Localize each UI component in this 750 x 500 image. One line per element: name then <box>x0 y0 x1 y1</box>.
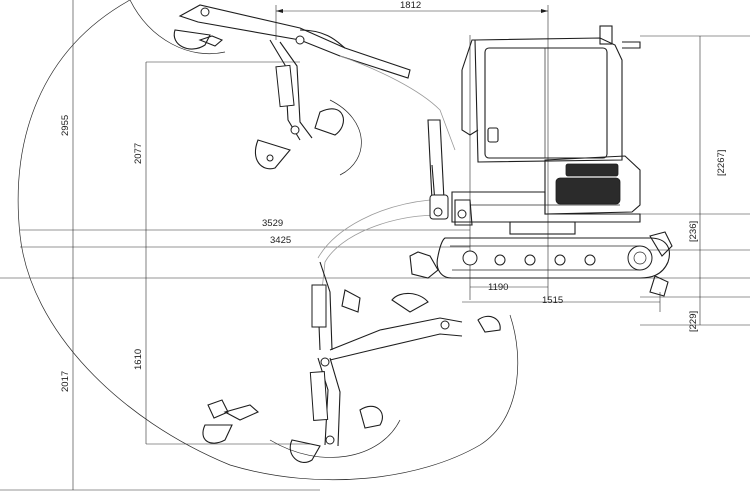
dim-reach-ground: 3425 <box>270 235 291 246</box>
boom-ghost <box>317 55 456 291</box>
dim-height-2077: 2077 <box>133 143 144 164</box>
dim-track-229: [229] <box>688 311 699 332</box>
working-range-envelope <box>17 0 519 481</box>
upper-arm-position <box>173 4 411 170</box>
excavator-body <box>427 25 641 235</box>
dim-track-236: [236] <box>688 221 699 242</box>
dim-tail-1190: 1190 <box>488 282 508 293</box>
dim-depth-2017: 2017 <box>60 371 71 392</box>
dimension-labels: 1812 3529 3425 1190 1515 2955 2077 [2267… <box>60 0 727 392</box>
dim-top-width: 1812 <box>400 0 421 11</box>
lower-arm-position <box>202 261 501 463</box>
dim-tail-1515: 1515 <box>542 295 563 306</box>
track-undercarriage <box>409 231 673 297</box>
dim-depth-1610: 1610 <box>133 349 144 370</box>
dim-cab-height: [2267] <box>716 150 727 176</box>
track-rollers <box>462 245 653 271</box>
dim-max-reach: 3529 <box>262 218 283 229</box>
dim-height-2955: 2955 <box>60 115 71 136</box>
